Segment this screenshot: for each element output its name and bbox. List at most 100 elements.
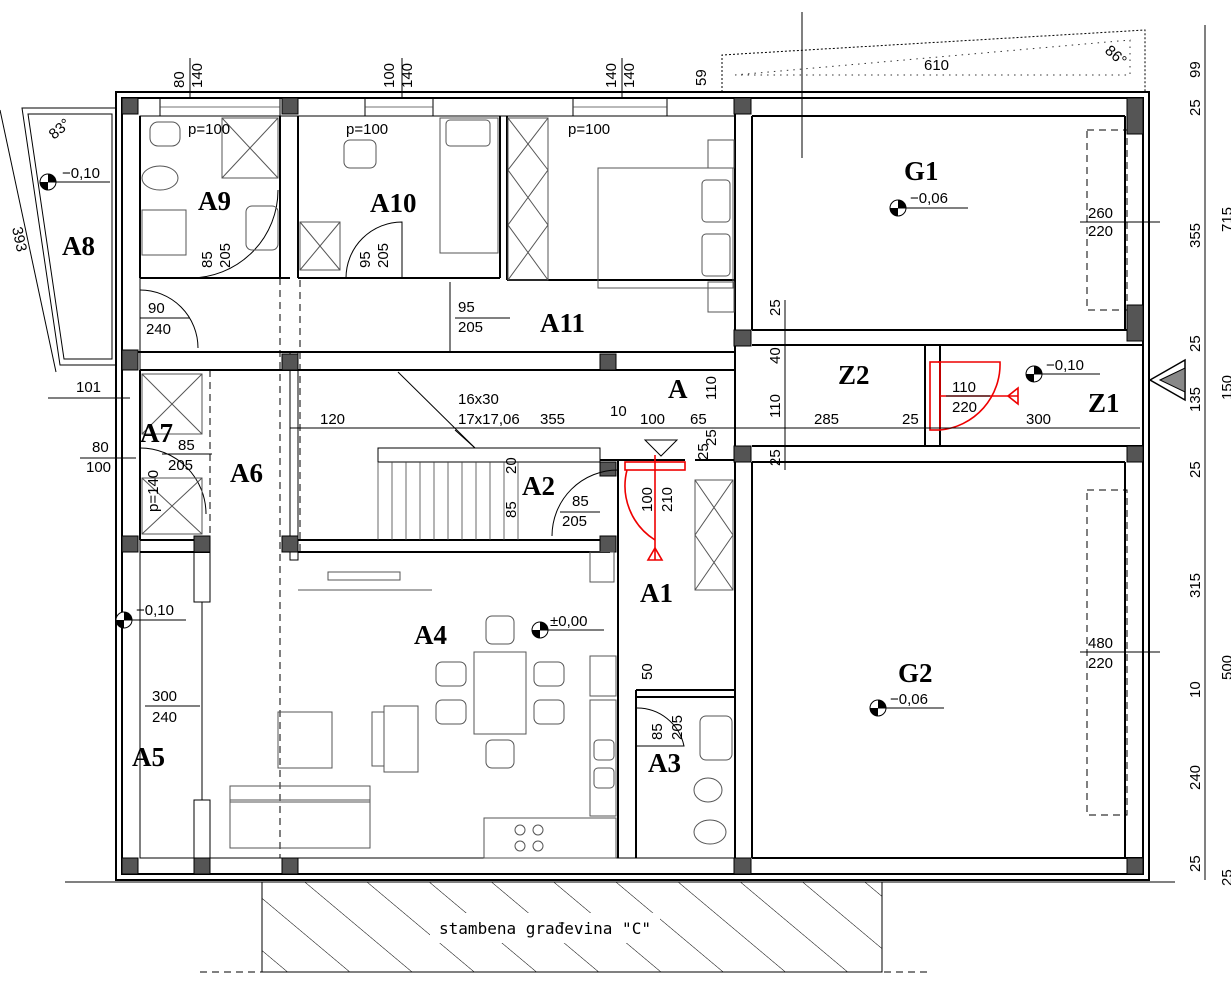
dim-a2-door-h: 205 <box>562 513 587 530</box>
level-marker-g1: −0,06 <box>889 190 968 217</box>
dim-a9-door-h: 205 <box>217 243 234 268</box>
sill-labels: p=100 p=100 p=100 <box>188 121 610 138</box>
stairs-rise-label: 17x17,06 <box>458 411 520 428</box>
dim-a11-door-h: 205 <box>458 319 483 336</box>
dim-a2-85: 85 <box>503 501 520 518</box>
level-marker-a4: ±0,00 <box>531 613 604 639</box>
dim-a7-door-h: 205 <box>168 457 193 474</box>
dim-a7-win-w: 80 <box>92 439 109 456</box>
dim-393: 393 <box>8 225 30 253</box>
dim-top-140a: 140 <box>189 63 206 88</box>
room-label-a10: A10 <box>370 188 417 218</box>
dim-z-40: 40 <box>767 347 784 364</box>
room-label-a4: A4 <box>414 620 447 650</box>
dim-g1-w: 260 <box>1088 205 1113 222</box>
angle-83: 83° <box>46 115 74 143</box>
level-a8: −0,10 <box>62 165 100 182</box>
doors <box>139 189 1019 747</box>
dim-a3-door-h: 205 <box>669 715 686 740</box>
furniture <box>141 117 735 859</box>
dim-top-100: 100 <box>381 63 398 88</box>
level-markers: −0,10 −0,06 −0,10 −0,10 ±0,00 −0,06 <box>39 165 1100 717</box>
sill-a10: p=100 <box>346 121 388 138</box>
columns <box>121 97 1144 875</box>
dim-r-25c: 25 <box>1187 461 1204 478</box>
level-a4: ±0,00 <box>550 613 587 630</box>
room-label-a1: A1 <box>640 578 673 608</box>
dim-top-80: 80 <box>171 71 188 88</box>
room-label-a11: A11 <box>540 308 585 338</box>
dim-r-99: 99 <box>1187 61 1204 78</box>
room-label-a6: A6 <box>230 458 263 488</box>
dim-z-300: 300 <box>1026 411 1051 428</box>
dim-h-65: 65 <box>690 411 707 428</box>
dim-z-25b: 25 <box>767 449 784 466</box>
room-label-a8: A8 <box>62 231 95 261</box>
dim-r-10: 10 <box>1187 681 1204 698</box>
level-marker-a8: −0,10 <box>39 165 110 191</box>
dim-top-140d: 140 <box>621 63 638 88</box>
dim-h-110: 110 <box>703 376 720 400</box>
dim-a2-20: 20 <box>503 457 520 474</box>
room-label-a: A <box>668 374 688 404</box>
dim-r-25e: 25 <box>1219 869 1231 886</box>
dim-r-715: 715 <box>1219 207 1231 232</box>
level-marker-g2: −0,06 <box>869 691 944 717</box>
dim-v-25b: 25 <box>703 429 720 446</box>
dim-h-10: 10 <box>610 403 627 420</box>
dim-101: 101 <box>76 379 101 396</box>
room-label-a7: A7 <box>140 418 173 448</box>
level-marker-z1: −0,10 <box>1025 357 1100 383</box>
level-a5: −0,10 <box>136 602 174 619</box>
dim-r-315: 315 <box>1187 573 1204 598</box>
dim-entry-100: 100 <box>639 487 656 512</box>
level-g2: −0,06 <box>890 691 928 708</box>
level-g1: −0,06 <box>910 190 948 207</box>
room-label-g2: G2 <box>898 658 933 688</box>
dim-a6-door-h: 240 <box>146 321 171 338</box>
dim-z-25a: 25 <box>767 299 784 316</box>
room-labels: A A1 A2 A3 A4 A5 A6 A7 A8 A9 A10 A11 G1 … <box>62 156 1120 778</box>
dim-h-355: 355 <box>540 411 565 428</box>
dim-top-140b: 140 <box>399 63 416 88</box>
dim-entry-210: 210 <box>659 487 676 512</box>
dim-h-100: 100 <box>640 411 665 428</box>
dim-r-355: 355 <box>1187 223 1204 248</box>
dim-r-500: 500 <box>1219 655 1231 680</box>
dim-h-120: 120 <box>320 411 345 428</box>
sill-a11: p=100 <box>568 121 610 138</box>
room-label-a2: A2 <box>522 471 555 501</box>
dim-z1-door-w: 110 <box>952 379 976 396</box>
dim-z-110: 110 <box>767 394 784 418</box>
dim-r-150: 150 <box>1219 375 1231 400</box>
dim-a10-door-w: 95 <box>357 251 374 268</box>
dim-top-59: 59 <box>693 69 710 86</box>
dim-a7-door-w: 85 <box>178 437 195 454</box>
level-z1: −0,10 <box>1046 357 1084 374</box>
dim-z-285: 285 <box>814 411 839 428</box>
angle-86: 86° <box>1101 42 1129 70</box>
dim-r-135: 135 <box>1187 387 1204 412</box>
dim-v-25a: 25 <box>695 443 712 460</box>
dim-g2-w: 480 <box>1088 635 1113 652</box>
neighbour-label: stambena građevina "C" <box>439 919 651 938</box>
level-marker-a5: −0,10 <box>115 602 186 629</box>
dim-z1-door-h: 220 <box>952 399 977 416</box>
dim-a5-w: 300 <box>152 688 177 705</box>
stairs-size-label: 16x30 <box>458 391 499 408</box>
dim-r-240: 240 <box>1187 765 1204 790</box>
dim-a2-door-w: 85 <box>572 493 589 510</box>
room-label-g1: G1 <box>904 156 939 186</box>
dim-top-140c: 140 <box>603 63 620 88</box>
dim-z-25c: 25 <box>902 411 919 428</box>
dim-a10-door-h: 205 <box>375 243 392 268</box>
dim-a7-sill: p=140 <box>145 470 162 512</box>
dim-r-25d: 25 <box>1187 855 1204 872</box>
room-label-z1: Z1 <box>1088 388 1120 418</box>
dim-g2-h: 220 <box>1088 655 1113 672</box>
dimensions: 80 140 100 140 140 140 59 610 83° 86° 39… <box>0 12 1231 886</box>
dim-a7-win-h: 100 <box>86 459 111 476</box>
neighbour-building: stambena građevina "C" <box>65 881 1175 973</box>
dim-g1-h: 220 <box>1088 223 1113 240</box>
